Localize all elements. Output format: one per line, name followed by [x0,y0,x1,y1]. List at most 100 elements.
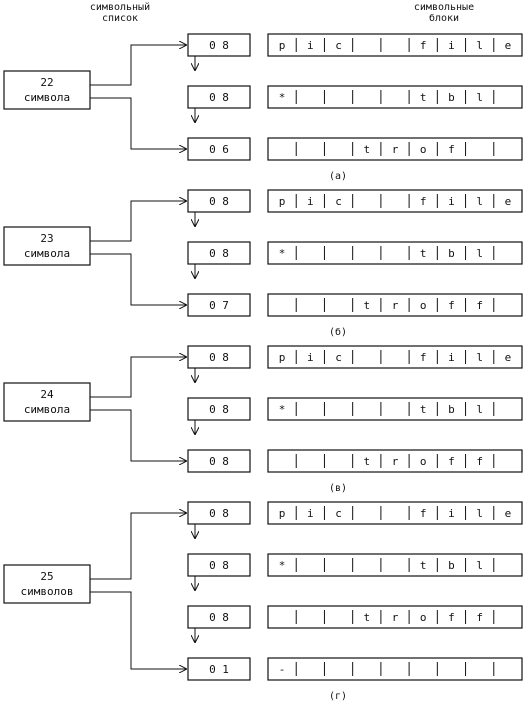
block-counter-box [187,33,251,57]
character-block [267,345,523,369]
character-block [267,553,523,577]
character-cell: t [420,247,427,260]
block-counter-value: 0 8 [209,91,229,104]
character-cell: c [335,507,342,520]
character-cell: o [420,299,427,312]
character-cell: b [448,559,455,572]
character-cell: l [476,39,483,52]
character-block [267,397,523,421]
character-cell: * [279,247,286,260]
character-block [267,85,523,109]
character-cell: l [476,559,483,572]
block-counter-box [187,501,251,525]
character-cell: f [420,39,427,52]
character-block [267,33,523,57]
head-pointer-line [90,201,186,242]
character-cell: f [448,611,455,624]
diagram-caption: (в) [329,483,347,494]
character-cell: t [363,143,370,156]
character-block [267,293,523,317]
character-cell: * [279,559,286,572]
block-counter-value: 0 8 [209,403,229,416]
character-cell: e [505,195,512,208]
character-cell: f [420,195,427,208]
character-block [267,605,523,629]
block-counter-box [187,397,251,421]
character-cell: b [448,247,455,260]
character-cell: o [420,611,427,624]
block-counter-box [187,449,251,473]
character-cell: r [392,455,399,468]
block-counter-value: 0 1 [209,663,229,676]
block-counter-box [187,345,251,369]
character-cell: t [363,455,370,468]
block-counter-box [187,189,251,213]
character-count-number: 22 [40,76,53,89]
character-cell: f [420,351,427,364]
character-count-number: 24 [40,388,54,401]
character-cell: l [476,507,483,520]
block-counter-value: 0 8 [209,351,229,364]
character-cell: i [448,39,455,52]
character-cell: t [420,91,427,104]
block-row: 0 8 * t b l [187,553,523,590]
blocks-header-line1: символьные [414,2,474,13]
tail-pointer-line [90,591,186,669]
character-cell: f [476,611,483,624]
character-cell: l [476,247,483,260]
character-cell: o [420,143,427,156]
character-count-number: 25 [40,570,53,583]
block-row: 0 1- [187,657,523,681]
character-cell: e [505,507,512,520]
character-count-word: символа [24,91,70,104]
block-counter-value: 0 8 [209,195,229,208]
character-cell: r [392,143,399,156]
character-block [267,449,523,473]
block-counter-value: 0 8 [209,559,229,572]
block-counter-box [187,657,251,681]
character-cell: p [279,507,286,520]
character-cell: r [392,299,399,312]
character-cell: l [476,195,483,208]
character-cell: b [448,91,455,104]
character-cell: * [279,403,286,416]
block-counter-value: 0 8 [209,455,229,468]
block-counter-value: 0 8 [209,247,229,260]
character-cell: i [448,507,455,520]
character-cell: i [307,39,314,52]
character-count-word: символа [24,403,70,416]
character-block [267,137,523,161]
head-pointer-line [90,45,186,86]
character-cell: o [420,455,427,468]
block-counter-value: 0 6 [209,143,229,156]
character-cell: i [448,195,455,208]
character-cell: r [392,611,399,624]
character-count-word: символа [24,247,70,260]
character-block [267,501,523,525]
character-cell: p [279,39,286,52]
character-cell: i [307,351,314,364]
diagram-caption: (а) [329,171,347,182]
character-count-box [3,70,91,110]
character-block [267,657,523,681]
character-cell: i [448,351,455,364]
character-cell: t [363,299,370,312]
character-cell: f [448,455,455,468]
character-cell: e [505,39,512,52]
diagram-caption: (б) [329,326,347,338]
character-cell: c [335,195,342,208]
character-cell: t [420,559,427,572]
character-cell: e [505,351,512,364]
character-block [267,241,523,265]
